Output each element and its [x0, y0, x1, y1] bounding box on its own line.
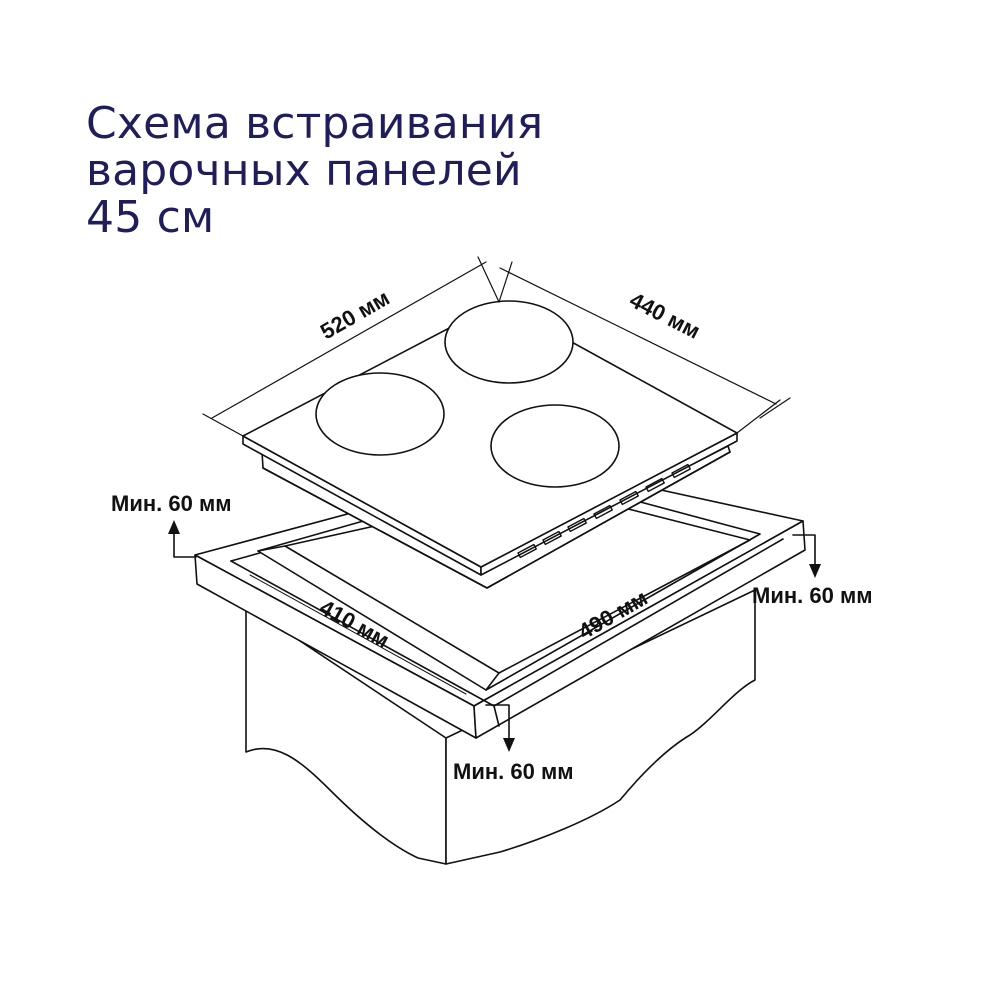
hob-bottom-edge [262, 451, 731, 589]
diagram-title: Схема встраивания варочных панелей 45 см [86, 100, 543, 241]
burner-rear [444, 300, 574, 384]
front-clearance-label: Мин. 60 мм [453, 759, 574, 784]
cutout-inner-left [257, 545, 500, 691]
rear-clearance-arrow [173, 527, 197, 558]
burner-left [315, 372, 445, 456]
cabinet-left-face [245, 604, 447, 865]
front-arrow-head [503, 738, 515, 752]
countertop-right-face [473, 520, 806, 739]
side-clearance-arrow [792, 534, 816, 569]
hob-vent-slots [517, 463, 691, 559]
clearance-arrows [168, 520, 821, 752]
burner-right [490, 404, 620, 488]
cabinet-body [245, 589, 756, 865]
cabinet-right-face [445, 589, 756, 865]
side-arrow-head [809, 564, 821, 578]
hob [242, 300, 738, 589]
front-clearance-arrow [485, 704, 510, 743]
dimension-lines [202, 256, 791, 695]
title-line-1: Схема встраивания [86, 98, 544, 149]
rear-arrow-head [168, 520, 180, 534]
rear-clearance-label: Мин. 60 мм [111, 491, 232, 516]
side-clearance-label: Мин. 60 мм [752, 583, 873, 608]
hob-width-label: 520 мм [316, 285, 394, 344]
countertop-inner-line-back [493, 538, 784, 707]
title-line-2: варочных панелей [86, 145, 522, 196]
title-line-3: 45 см [86, 192, 215, 243]
